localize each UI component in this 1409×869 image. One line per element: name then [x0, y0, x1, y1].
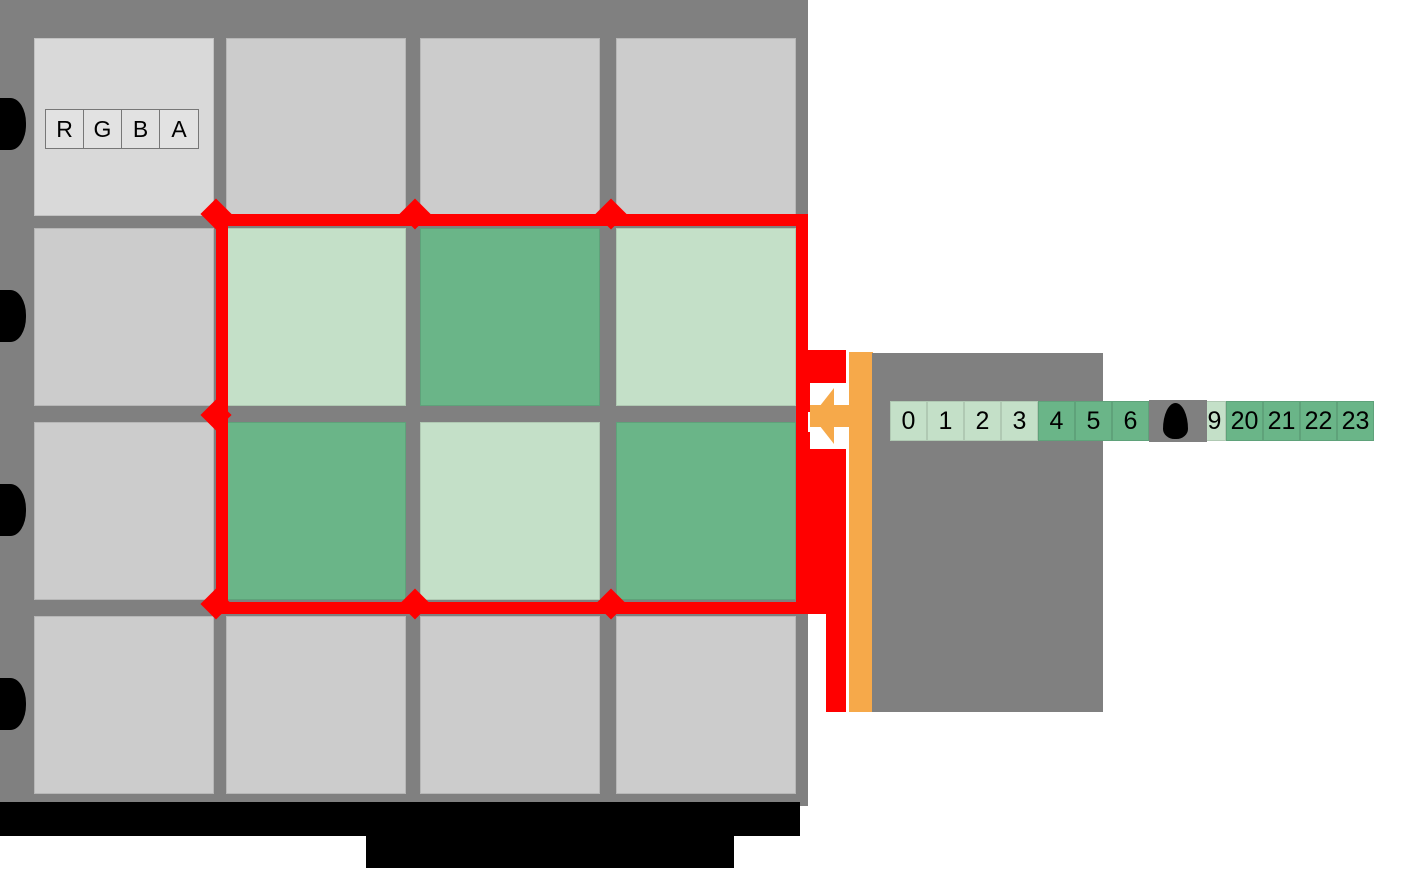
texture-cell-0-1[interactable]: [226, 38, 406, 216]
ellipsis-marker-left-2: [0, 290, 26, 342]
texture-cell-3-0[interactable]: [34, 616, 214, 794]
array-cell-22[interactable]: 22: [1300, 401, 1337, 441]
texture-cell-1-2[interactable]: [420, 228, 600, 406]
array-cell-5[interactable]: 5: [1075, 401, 1112, 441]
texture-cell-2-0[interactable]: [34, 422, 214, 600]
texture-cell-1-1[interactable]: [226, 228, 406, 406]
array-cell-23[interactable]: 23: [1337, 401, 1374, 441]
array-cell-2[interactable]: 2: [964, 401, 1001, 441]
rgba-channel-r: R: [46, 110, 84, 148]
texture-cell-2-2[interactable]: [420, 422, 600, 600]
texture-cell-1-3[interactable]: [616, 228, 796, 406]
array-cell-4[interactable]: 4: [1038, 401, 1075, 441]
texture-grid-panel: [0, 0, 808, 806]
array-ellipsis-icon-visual: [1163, 403, 1188, 439]
mapping-arrow-tail-head: [812, 388, 834, 444]
texture-cell-1-0[interactable]: [34, 228, 214, 406]
flat-array-strip: 0 1 2 3 4 5 6 19 20 21 22 23: [890, 400, 1374, 442]
bottom-occluder-block: [366, 832, 734, 868]
texture-cell-2-1[interactable]: [226, 422, 406, 600]
ellipsis-marker-left-3: [0, 484, 26, 536]
array-cell-21[interactable]: 21: [1263, 401, 1300, 441]
rgba-channel-g: G: [84, 110, 122, 148]
ellipsis-marker-left-1: [0, 98, 26, 150]
texture-cell-2-3[interactable]: [616, 422, 796, 600]
rgba-channel-legend: R G B A: [45, 109, 199, 149]
rgba-channel-b: B: [122, 110, 160, 148]
texture-cell-0-2[interactable]: [420, 38, 600, 216]
ellipsis-marker-left-4: [0, 678, 26, 730]
array-cell-0[interactable]: 0: [890, 401, 927, 441]
texture-cell-0-3[interactable]: [616, 38, 796, 216]
bottom-occluder-band: [0, 802, 800, 836]
array-cell-6[interactable]: 6: [1112, 401, 1149, 441]
array-cell-20[interactable]: 20: [1226, 401, 1263, 441]
rgba-channel-a: A: [171, 116, 187, 142]
texture-cell-3-3[interactable]: [616, 616, 796, 794]
texture-cell-3-2[interactable]: [420, 616, 600, 794]
array-ellipsis-gap-visual: [1155, 400, 1195, 442]
texture-cell-3-1[interactable]: [226, 616, 406, 794]
array-cell-1[interactable]: 1: [927, 401, 964, 441]
array-cell-3[interactable]: 3: [1001, 401, 1038, 441]
